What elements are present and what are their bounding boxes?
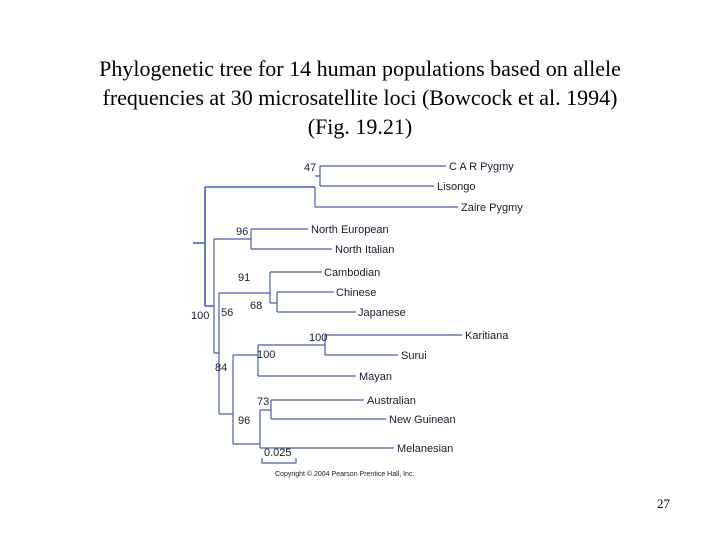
taxon-melanesian: Melanesian [397, 443, 453, 455]
african-clade [314, 165, 458, 208]
title-line-3: (Fig. 19.21) [307, 114, 413, 139]
root-branch [193, 186, 315, 307]
taxon-zaire-pygmy: Zaire Pygmy [461, 202, 523, 214]
bootstrap-root: 100 [191, 310, 209, 322]
taxon-north-italian: North Italian [335, 244, 394, 256]
taxon-australian: Australian [367, 395, 416, 407]
bootstrap-african: 47 [304, 162, 316, 174]
taxon-lisongo: Lisongo [437, 181, 476, 193]
bootstrap-european: 96 [236, 226, 248, 238]
bootstrap-node-56: 56 [221, 307, 233, 319]
tree-branches [193, 165, 462, 464]
bootstrap-karitiana-surui: 100 [309, 332, 327, 344]
taxon-chinese: Chinese [336, 287, 376, 299]
taxon-new-guinean: New Guinean [389, 414, 456, 426]
scale-label: 0.025 [264, 447, 292, 459]
taxon-karitiana: Karitiana [465, 330, 509, 342]
taxon-labels: C A R Pygmy Lisongo Zaire Pygmy North Eu… [311, 161, 523, 455]
oceanian-clade [233, 399, 394, 449]
european-clade [213, 228, 332, 353]
taxon-north-european: North European [311, 224, 389, 236]
title-line-1: Phylogenetic tree for 14 human populatio… [99, 56, 621, 81]
bootstrap-oceanian: 96 [238, 415, 250, 427]
taxon-cambodian: Cambodian [324, 267, 380, 279]
taxon-japanese: Japanese [358, 307, 406, 319]
taxon-car-pygmy: C A R Pygmy [449, 161, 514, 173]
asian-clade [214, 271, 356, 414]
bootstrap-chinese-japanese: 68 [250, 300, 262, 312]
bootstrap-values: 47 96 91 68 56 100 100 84 73 96 100 [191, 162, 327, 427]
taxon-mayan: Mayan [359, 371, 392, 383]
scale-bar [261, 458, 297, 464]
page-number: 27 [657, 496, 670, 511]
taxon-surui: Surui [401, 350, 427, 362]
american-clade [219, 334, 462, 444]
copyright-notice: Copyright © 2004 Pearson Prentice Hall, … [275, 470, 414, 478]
bootstrap-node-84: 84 [215, 362, 227, 374]
bootstrap-australia-ng: 73 [257, 396, 269, 408]
bootstrap-asian: 91 [238, 272, 250, 284]
title-line-2: frequencies at 30 microsatellite loci (B… [102, 85, 618, 110]
slide-title: Phylogenetic tree for 14 human populatio… [40, 54, 680, 141]
bootstrap-american: 100 [257, 349, 275, 361]
